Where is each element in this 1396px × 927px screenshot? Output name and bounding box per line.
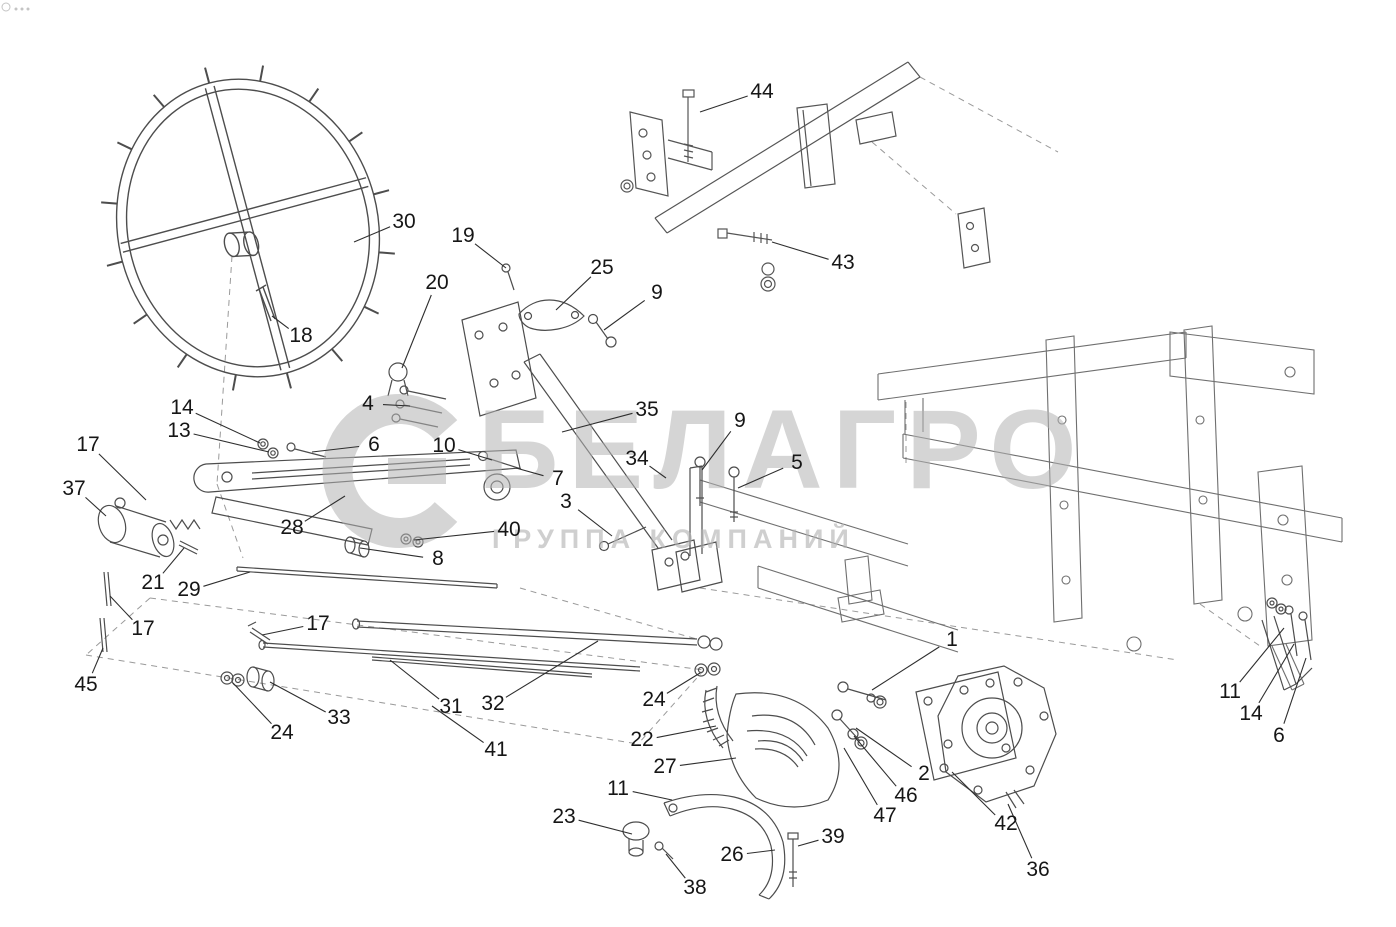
top-beam-assembly (620, 61, 991, 292)
linkage-rods (220, 566, 723, 692)
cage-wheel (101, 65, 395, 391)
shield-and-gearbox (622, 597, 1313, 900)
wheel-tooth (231, 374, 237, 391)
wheel-tooth (204, 67, 211, 84)
wheel-tooth (116, 141, 133, 151)
wheel-tooth (363, 305, 380, 315)
wheel-tooth (176, 353, 188, 369)
wheel-tooth (378, 251, 395, 255)
construction-guide-lines (85, 76, 1261, 745)
wheel-tooth (373, 189, 390, 196)
wheel-tooth (308, 87, 320, 103)
wheel-tooth (133, 313, 148, 325)
wheel-tooth (348, 131, 363, 143)
wheel-tooth (152, 94, 165, 108)
wheel-tooth (106, 260, 123, 267)
wheel-tooth (331, 348, 344, 362)
central-linkage (97, 263, 740, 653)
wheel-tooth (285, 372, 292, 389)
carrier-frame (699, 325, 1343, 691)
corner-watermark (1, 2, 30, 12)
wheel-tooth (101, 201, 118, 205)
wheel-spoke-pin (255, 284, 276, 322)
wheel-tooth (259, 65, 265, 82)
